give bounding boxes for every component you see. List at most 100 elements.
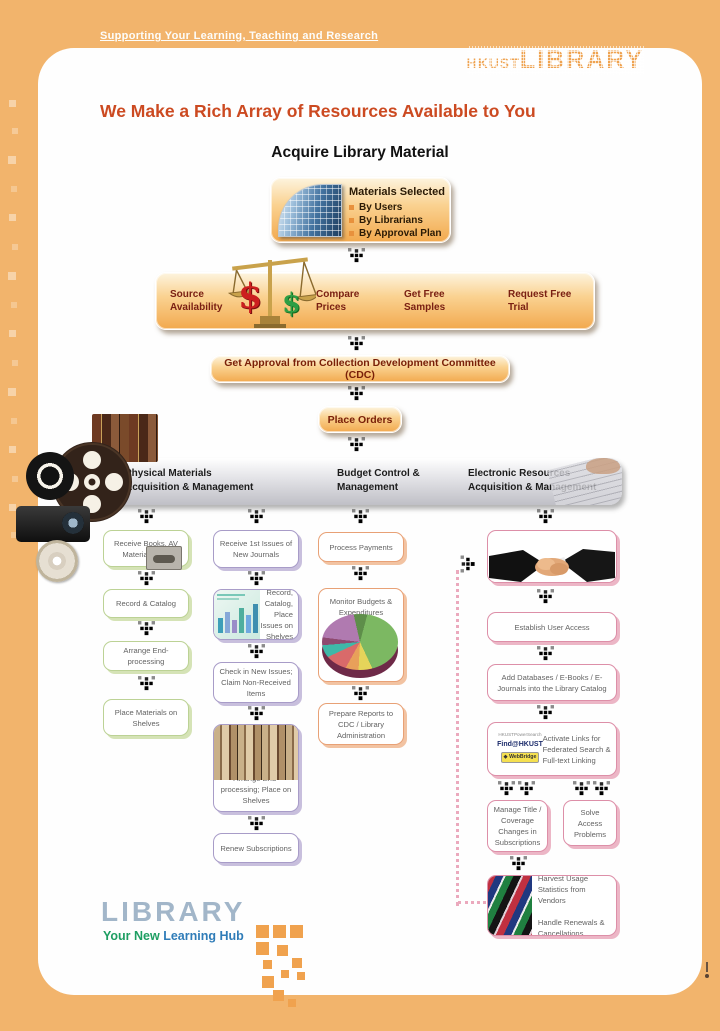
edge-mark [705, 962, 709, 978]
header-tagline: Supporting Your Learning, Teaching and R… [100, 30, 379, 42]
find-hkust-logo: Find@HKUST [497, 740, 543, 748]
hands-photo [586, 458, 620, 474]
edge-square [11, 532, 17, 538]
edge-square [11, 418, 17, 424]
edge-square [12, 360, 18, 366]
box-receive-first-issues: Receive 1st Issues of New Journals [213, 530, 299, 568]
bullet-square-icon [349, 231, 354, 236]
section-line: Budget Control & [337, 468, 420, 479]
flow-arrow-icon [248, 509, 265, 525]
box-record-catalog-shelve-issues: Record, Catalog, Place Issues on Shelves [213, 589, 299, 640]
bound-volumes-photo [214, 725, 298, 780]
edge-square [8, 272, 16, 280]
camera-icon [16, 506, 90, 542]
feedback-loop-line [458, 901, 486, 904]
edge-square [9, 504, 16, 511]
box-process-payments: Process Payments [318, 532, 404, 562]
edge-square [8, 388, 16, 396]
flow-arrow-icon [138, 676, 155, 692]
box-bind-volumes: Bind Complete Vols.; Update Records; Arr… [213, 724, 299, 812]
film-reel-small-icon [26, 452, 74, 500]
webbridge-logo: ◆ WebBridge [500, 751, 540, 764]
pixel-square [273, 990, 284, 1001]
dollar-red: $ [238, 276, 263, 317]
flow-arrow-icon [248, 816, 265, 832]
flow-arrow-icon [248, 706, 265, 722]
brand-prefix: HKUST [466, 55, 520, 71]
flow-arrow-icon [248, 571, 265, 587]
bar-chart-photo [214, 590, 261, 639]
hkust-library-logo: HKUSTLIBRARY [466, 46, 645, 75]
flow-arrow-icon [537, 646, 554, 662]
eval-step: Compare Prices [316, 289, 360, 313]
materials-selected-box: Materials Selected By Users By Librarian… [270, 177, 451, 243]
place-orders-box: Place Orders [318, 406, 402, 433]
box-label: Harvest Usage Statistics from Vendors Ha… [537, 876, 611, 936]
book-spines-photo [488, 876, 532, 935]
edge-square [12, 244, 18, 250]
footer-tagline: Your New Learning Hub [103, 929, 244, 943]
list-item: By Librarians [349, 215, 441, 226]
flow-arrow-icon [138, 621, 155, 637]
footer-tagline-part2: Learning Hub [163, 929, 244, 943]
box-harvest-usage: Harvest Usage Statistics from Vendors Ha… [487, 875, 617, 936]
edge-square [12, 128, 18, 134]
flow-arrow-icon [537, 589, 554, 605]
box-establish-user-access: Establish User Access [487, 612, 617, 642]
edge-square [8, 156, 16, 164]
pixel-square [292, 958, 302, 968]
pixel-square [256, 925, 269, 938]
edge-square [9, 214, 16, 221]
pixel-square [277, 945, 288, 956]
footer-tagline-part1: Your New [103, 929, 160, 943]
box-label: Record, Catalog, Place Issues on Shelves [260, 589, 293, 640]
flow-arrow-icon [537, 705, 554, 721]
footer-library-logo: LIBRARY [101, 896, 246, 927]
pixel-square [290, 925, 303, 938]
box-arrange-end-processing: Arrange End-processing [103, 641, 189, 671]
pixel-square [273, 925, 286, 938]
pixel-square [256, 942, 269, 955]
section-line: Physical Materials [125, 468, 212, 479]
box-label-line: Handle Renewals & Cancellations [537, 917, 605, 936]
dollar-green: $ [282, 288, 301, 319]
box-label: Activate Links for Federated Search & Fu… [542, 733, 611, 765]
library-building-photo [278, 184, 342, 237]
pixel-square [288, 999, 296, 1007]
pixel-square [262, 976, 274, 988]
search-product-logos: HKUSTPowerSearch Find@HKUST ◆ WebBridge [494, 732, 546, 764]
handshake-photo [488, 548, 616, 582]
flow-arrow-icon [138, 509, 155, 525]
flow-arrow-icon [348, 386, 365, 402]
list-item-label: By Approval Plan [359, 228, 442, 239]
section-line: Management [337, 482, 399, 493]
list-item-label: By Users [359, 202, 403, 213]
section-budget: Budget Control & Management [337, 467, 420, 495]
bullet-square-icon [349, 205, 354, 210]
section-line: Acquisition & Management [125, 482, 254, 493]
box-activate-links: HKUSTPowerSearch Find@HKUST ◆ WebBridge … [487, 722, 617, 776]
flow-arrow-icon [498, 781, 515, 797]
flow-arrow-icon [352, 509, 369, 525]
acquire-heading: Acquire Library Material [271, 144, 449, 161]
pixel-square [281, 970, 289, 978]
page-title: We Make a Rich Array of Resources Availa… [100, 101, 536, 121]
flow-arrow-icon [510, 856, 527, 872]
box-renew-subscriptions: Renew Subscriptions [213, 833, 299, 863]
box-check-in-new-issues: Check in New Issues; Claim Non-Received … [213, 662, 299, 703]
eval-step: Source Availability [170, 289, 223, 313]
list-item-label: By Librarians [359, 215, 423, 226]
box-manage-title-coverage: Manage Title / Coverage Changes in Subsc… [487, 800, 548, 852]
pixel-square [263, 960, 272, 969]
list-item: By Approval Plan [349, 228, 441, 239]
cassette-icon [146, 546, 182, 570]
brand-name: LIBRARY [519, 46, 644, 74]
section-header-bar: Physical Materials Acquisition & Managem… [103, 458, 622, 505]
flow-arrow-icon [593, 781, 610, 797]
cdc-approval-box: Get Approval from Collection Development… [210, 355, 510, 383]
edge-square [9, 100, 16, 107]
box-prepare-reports: Prepare Reports to CDC / Library Adminis… [318, 703, 404, 745]
balance-scales-icon: $ $ [224, 254, 321, 332]
edge-square [9, 330, 16, 337]
flow-arrow-icon [248, 644, 265, 660]
